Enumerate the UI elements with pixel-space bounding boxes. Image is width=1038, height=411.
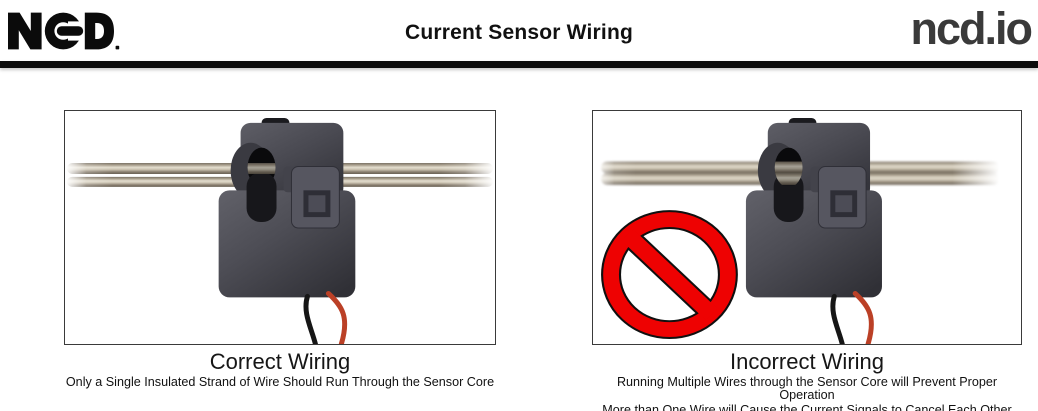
panel-correct-wiring [64, 110, 496, 345]
latch-recess-inner [835, 195, 853, 213]
black-lead-wire [830, 293, 845, 344]
latch-recess-inner [308, 195, 326, 213]
header-divider [0, 61, 1038, 68]
ct-sensor [745, 117, 882, 344]
caption-line: Only a Single Insulated Strand of Wire S… [65, 374, 495, 389]
core-notch [773, 172, 804, 223]
panel-incorrect-wiring [592, 110, 1022, 345]
core-notch [246, 172, 277, 223]
ncd-logo [8, 12, 120, 50]
ncd-logo-letters [8, 12, 120, 50]
caption-correct-wiring: Correct Wiring Only a Single Insulated S… [64, 350, 496, 389]
incorrect-wiring-illustration [600, 117, 1001, 344]
caption-line: Running Multiple Wires through the Senso… [616, 374, 998, 402]
logo-period-dot [115, 45, 120, 50]
ncdio-wordmark: ncd.io [910, 3, 1033, 54]
no-symbol-icon [601, 210, 738, 340]
wires-inside-core [774, 161, 803, 186]
black-lead-wire [303, 293, 318, 344]
caption-line: More than One Wire will Cause the Curren… [602, 403, 1012, 411]
red-lead-wire [852, 290, 874, 344]
wire-inside-core [247, 163, 276, 174]
correct-wiring-illustration [66, 117, 494, 344]
page-title: Current Sensor Wiring [404, 21, 634, 44]
caption-heading: Incorrect Wiring [729, 349, 885, 374]
caption-incorrect-wiring: Incorrect Wiring Running Multiple Wires … [592, 350, 1022, 411]
ct-sensor [218, 117, 356, 344]
red-lead-wire [325, 290, 348, 344]
caption-heading: Correct Wiring [209, 349, 351, 374]
